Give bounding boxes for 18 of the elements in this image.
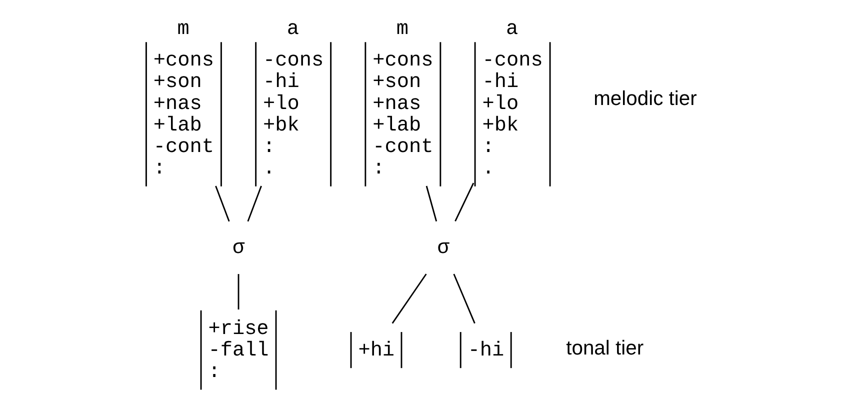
node-text: a -cons -hi +lo +bk : .	[263, 18, 324, 181]
connector	[392, 274, 427, 324]
node-text: m +cons +son +nas +lab -cont :	[153, 18, 214, 181]
node-text: +rise -fall :	[208, 318, 269, 384]
connector	[453, 274, 476, 324]
node-text: σ	[232, 236, 245, 260]
node-text: +hi	[358, 339, 395, 362]
node-text: m +cons +son +nas +lab -cont :	[372, 18, 434, 181]
connector	[247, 186, 262, 222]
connector	[238, 274, 240, 310]
connector	[215, 186, 230, 222]
node-text: a -cons -hi +lo +bk : .	[482, 18, 543, 181]
label: melodic tier	[594, 88, 697, 110]
connector	[426, 186, 438, 222]
node-text: -hi	[468, 339, 504, 362]
node-text: σ	[437, 236, 450, 260]
label: tonal tier	[566, 338, 644, 360]
connector	[454, 182, 474, 222]
